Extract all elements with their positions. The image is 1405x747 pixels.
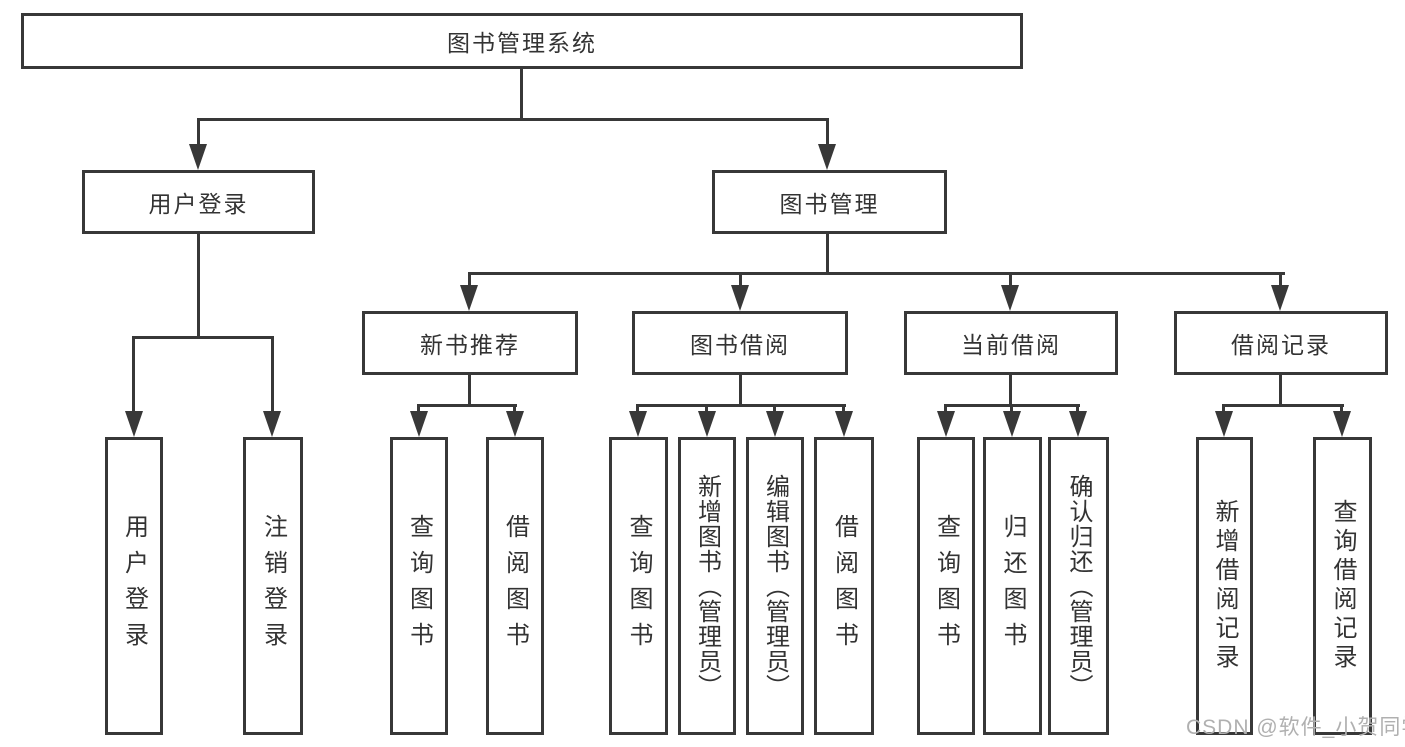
connector-root-to-user <box>197 118 200 146</box>
arrow-to-add-record <box>1215 411 1233 437</box>
connector-newbook-c2 <box>513 404 516 413</box>
arrow-to-new-book-recommend <box>460 285 478 311</box>
connector-borrowrecord-stem <box>1279 375 1282 407</box>
connector-user-child1 <box>132 336 135 413</box>
leaf-borrow-book-2: 借阅图书 <box>814 437 874 735</box>
connector-to-bookborrow <box>739 272 742 289</box>
arrow-to-query-book-3 <box>937 411 955 437</box>
arrow-to-query-book-2 <box>629 411 647 437</box>
connector-to-currentborrow <box>1009 272 1012 289</box>
arrow-to-confirm-return <box>1069 411 1087 437</box>
connector-root-stem <box>520 69 523 118</box>
arrow-to-leaf-logout <box>263 411 281 437</box>
csdn-watermark: CSDN @软件_小贺同学 <box>1186 716 1405 739</box>
connector-newbook-c1 <box>417 404 420 413</box>
connector-to-borrowrecord <box>1279 272 1282 289</box>
arrow-to-book-borrow <box>731 285 749 311</box>
leaf-logout: 注销登录 <box>243 437 303 735</box>
node-book-borrow: 图书借阅 <box>632 311 848 375</box>
connector-user-child2 <box>271 336 274 413</box>
arrow-to-leaf-user-login <box>125 411 143 437</box>
node-library-system-root: 图书管理系统 <box>21 13 1023 69</box>
connector-borrowrecord-c1 <box>1222 404 1225 413</box>
connector-bookborrow-stem <box>739 375 742 407</box>
arrow-to-query-book-1 <box>410 411 428 437</box>
leaf-borrow-book-1: 借阅图书 <box>486 437 544 735</box>
connector-currentborrow-c1 <box>944 404 947 413</box>
connector-currentborrow-stem <box>1009 375 1012 407</box>
connector-newbook-stem <box>468 375 471 407</box>
connector-root-hline <box>197 118 829 121</box>
connector-currentborrow-c2 <box>1010 404 1013 413</box>
leaf-add-book-admin: 新增图书（管理员） <box>678 437 736 735</box>
connector-bookborrow-c1 <box>636 404 639 413</box>
arrow-to-query-record <box>1333 411 1351 437</box>
leaf-confirm-return-admin: 确认归还（管理员） <box>1048 437 1109 735</box>
connector-to-newbook <box>468 272 471 289</box>
leaf-query-book-1: 查询图书 <box>390 437 448 735</box>
arrow-to-borrow-record <box>1271 285 1289 311</box>
connector-user-stem <box>197 234 200 338</box>
connector-bookmgmt-hline <box>468 272 1285 275</box>
arrow-to-book-management <box>818 144 836 170</box>
node-book-management-branch: 图书管理 <box>712 170 947 234</box>
leaf-user-login: 用户登录 <box>105 437 163 735</box>
leaf-return-book: 归还图书 <box>983 437 1042 735</box>
arrow-to-edit-book <box>766 411 784 437</box>
arrow-to-user-login <box>189 144 207 170</box>
leaf-add-borrow-record: 新增借阅记录 <box>1196 437 1253 735</box>
node-current-borrow: 当前借阅 <box>904 311 1118 375</box>
arrow-to-add-book <box>698 411 716 437</box>
connector-bookmgmt-stem <box>826 234 829 275</box>
leaf-edit-book-admin: 编辑图书（管理员） <box>746 437 804 735</box>
connector-borrowrecord-c2 <box>1340 404 1343 413</box>
connector-currentborrow-c3 <box>1076 404 1079 413</box>
connector-root-to-book <box>826 118 829 146</box>
connector-bookborrow-hline <box>636 404 846 407</box>
arrow-to-current-borrow <box>1001 285 1019 311</box>
node-user-login-branch: 用户登录 <box>82 170 315 234</box>
connector-user-hline <box>132 336 274 339</box>
leaf-query-book-3: 查询图书 <box>917 437 975 735</box>
connector-newbook-hline <box>417 404 517 407</box>
connector-bookborrow-c3 <box>773 404 776 413</box>
connector-bookborrow-c2 <box>705 404 708 413</box>
connector-bookborrow-c4 <box>842 404 845 413</box>
connector-borrowrecord-hline <box>1222 404 1344 407</box>
node-borrow-record: 借阅记录 <box>1174 311 1388 375</box>
arrow-to-borrow-book-2 <box>835 411 853 437</box>
arrow-to-borrow-book-1 <box>506 411 524 437</box>
arrow-to-return-book <box>1003 411 1021 437</box>
node-new-book-recommend: 新书推荐 <box>362 311 578 375</box>
leaf-query-book-2: 查询图书 <box>609 437 668 735</box>
leaf-query-borrow-record: 查询借阅记录 <box>1313 437 1372 735</box>
